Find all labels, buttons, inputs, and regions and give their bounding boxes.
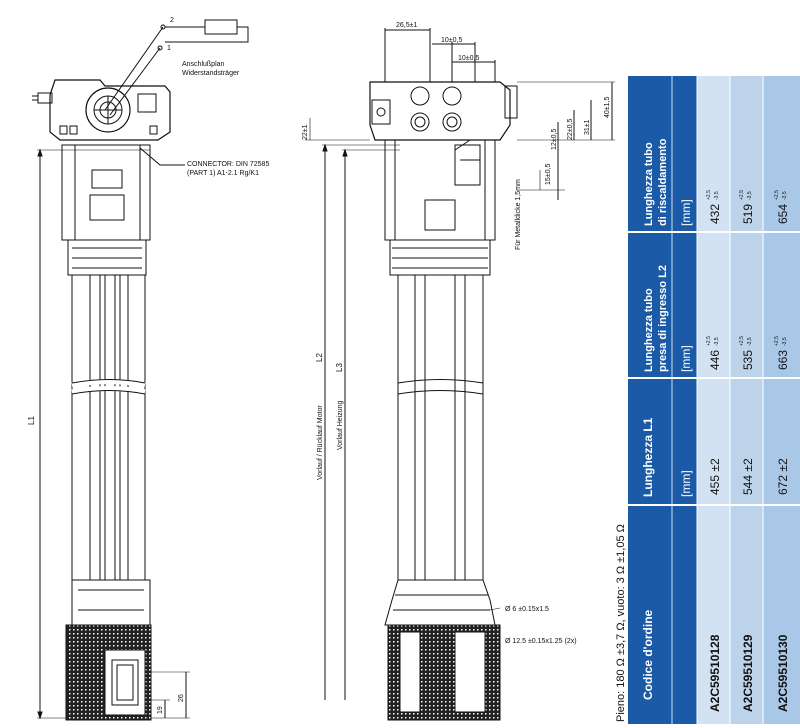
spec-table [628,76,800,724]
row1-l2-tol-dn: -3,5 [714,337,720,346]
diam-12: Ø 12.5 ±0.15x1.25 (2x) [505,638,577,645]
row3-l2-tol-up: +2,5 [774,336,780,346]
header-l3-unit: [mm] [679,199,693,226]
table-header-strip [628,76,697,724]
dim-26: 26 [178,694,185,702]
table-row [730,76,763,724]
dim-10a: 10±0,5 [441,37,462,44]
row2-l2-tol-up: +2,5 [739,336,745,346]
spec-table-text: Pieno: 180 Ω ±3,7 Ω, vuoto: 3 Ω ±1,05 Ω … [615,138,790,722]
dim-19: 19 [157,706,164,714]
row3-l2: 663 [776,350,790,370]
dim-22b: 22±0,5 [567,119,574,140]
header-l3: Lunghezza tubo [643,142,655,226]
dim-12: 12±0,5 [551,129,558,150]
row2-l2-tol-dn: -3,5 [747,337,753,346]
table-row [697,76,730,724]
row1-code: A2C59510128 [708,634,722,712]
l2-desc: Vorlauf / Rücklauf Motor [317,405,324,480]
l1-label: L1 [27,416,36,425]
header-code: Codice d'ordine [641,609,655,700]
row2-l2: 535 [741,350,755,370]
header-l2: Lunghezza tubo [643,288,655,372]
connector-note-2: (PART 1) A1-2.1 Rg/K1 [187,170,259,177]
row2-l3-tol-up: +2,5 [739,190,745,200]
pin-2-label: 2 [170,17,174,24]
row2-l3-tol-dn: -3,5 [747,191,753,200]
row2-l3: 519 [741,204,755,224]
row3-l3-tol-dn: -3,5 [782,191,788,200]
connector-note-1: CONNECTOR: DIN 72585 [187,161,269,168]
row1-l3-tol-up: +2,5 [706,190,712,200]
row3-l1: 672 ±2 [776,458,790,495]
row1-l3-tol-dn: -3,5 [714,191,720,200]
row1-l1: 455 ±2 [708,458,722,495]
row2-code: A2C59510129 [741,634,755,712]
pin-1-label: 1 [167,45,171,52]
l3-label: L3 [335,363,344,372]
plan-label-1: Anschlußplan [182,61,225,68]
dim-40: 40±1,5 [604,97,611,118]
header-l2-line2: presa di ingresso L2 [657,265,669,372]
resistance-note: Pieno: 180 Ω ±3,7 Ω, vuoto: 3 Ω ±1,05 Ω [615,524,627,722]
header-l1: Lunghezza L1 [641,417,655,497]
sheet-note: Für Metalldicke 1,5mm [515,179,522,250]
row1-l3: 432 [708,204,722,224]
l3-desc: Vorlauf Heizung [337,400,344,450]
row3-l2-tol-dn: -3,5 [782,337,788,346]
dim-15: 15±0,5 [545,164,552,185]
right-view [305,28,615,721]
table-row [763,76,800,724]
header-l2-unit: [mm] [679,345,693,372]
row1-l2-tol-up: +2,5 [706,336,712,346]
row3-l3: 654 [776,204,790,224]
left-view [32,19,249,721]
header-l3-line2: di riscaldamento [657,138,669,226]
row1-l2: 446 [708,350,722,370]
dim-26-5: 26,5±1 [396,22,417,29]
row2-l1: 544 ±2 [741,458,755,495]
row3-code: A2C59510130 [776,634,790,712]
plan-label-2: Widerstandsträger [182,70,240,77]
row3-l3-tol-up: +2,5 [774,190,780,200]
dim-22: 22±1 [302,124,309,140]
diam-6: Ø 6 ±0.15x1.5 [505,606,549,613]
dim-31: 31±1 [584,119,591,135]
dim-10b: 10±0,5 [458,55,479,62]
l2-label: L2 [315,353,324,362]
resistor-symbol [204,19,238,35]
header-l1-unit: [mm] [679,470,693,497]
